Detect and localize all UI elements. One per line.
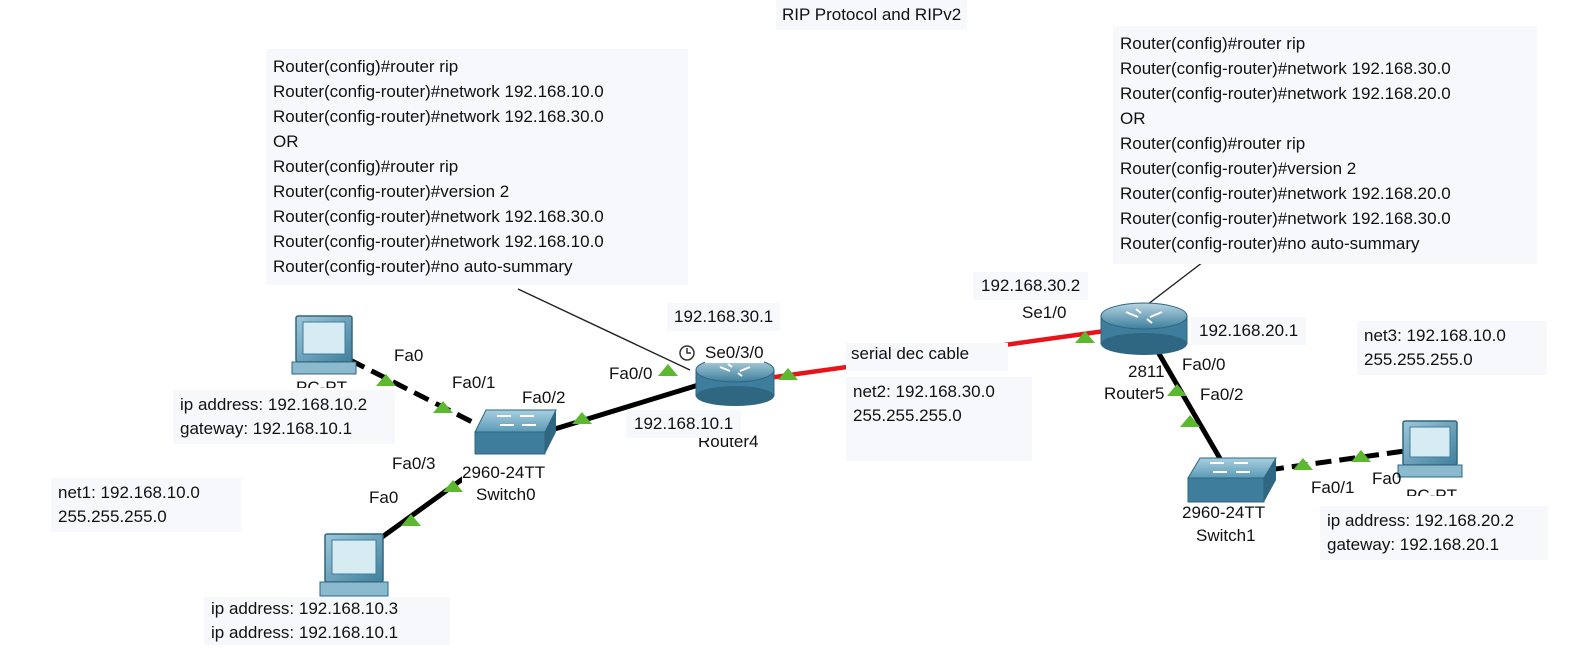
config-line: Router(config-router)#version 2 bbox=[1120, 159, 1357, 178]
note-pointer-left bbox=[517, 288, 691, 371]
network-line: 255.255.255.0 bbox=[1364, 350, 1473, 369]
config-line: Router(config)#router rip bbox=[1120, 134, 1306, 153]
port-label-pc3-fa0: Fa0 bbox=[1372, 469, 1402, 488]
port-up-indicator bbox=[1351, 450, 1371, 462]
port-label-sw1-fa0-1: Fa0/1 bbox=[1311, 478, 1355, 498]
config-line: Router(config-router)#version 2 bbox=[273, 182, 510, 201]
ip-label-router4-serial: 192.168.30.1 bbox=[667, 303, 781, 331]
link-switch1-pc3[interactable] bbox=[1267, 447, 1413, 473]
port-up-indicator bbox=[1075, 331, 1095, 343]
pc-right-label: PC-PT bbox=[1406, 486, 1457, 496]
ip-label-router4-lan: 192.168.10.1 bbox=[626, 410, 742, 438]
port-up-indicator bbox=[401, 514, 421, 526]
pc-right[interactable] bbox=[1397, 420, 1463, 478]
switch0-icon[interactable] bbox=[474, 409, 557, 455]
port-label-sw0-fa0-1: Fa0/1 bbox=[452, 373, 496, 393]
pc-top-left-info: ip address: 192.168.10.2 gateway: 192.168… bbox=[173, 390, 395, 444]
port-up-indicator bbox=[658, 364, 678, 376]
network-line: 255.255.255.0 bbox=[58, 507, 167, 526]
port-up-indicator bbox=[1167, 384, 1187, 396]
note-pointer-right bbox=[1142, 261, 1204, 309]
port-up-indicator bbox=[443, 480, 463, 492]
port-up-indicator bbox=[1180, 415, 1200, 427]
pc-info-line: gateway: 192.168.10.1 bbox=[180, 419, 353, 438]
net1-note: net1: 192.168.10.0 255.255.255.0 bbox=[51, 478, 241, 532]
network-line: net3: 192.168.10.0 bbox=[1364, 326, 1506, 345]
ip-label-router5-serial: 192.168.30.2 bbox=[973, 272, 1089, 300]
port-label-sw0-fa0-3: Fa0/3 bbox=[392, 454, 436, 474]
link-router5-switch1[interactable] bbox=[1155, 350, 1225, 464]
pc-info-line: ip address: 192.168.10.3 bbox=[211, 599, 399, 618]
config-line: Router(config)#router rip bbox=[273, 157, 459, 176]
port-label-r5-se1-0: Se1/0 bbox=[1022, 303, 1067, 323]
pc-info-line: ip address: 192.168.20.2 bbox=[1327, 511, 1515, 530]
pc-top-left-label: PC-PT bbox=[296, 378, 347, 388]
switch0-name: Switch0 bbox=[476, 485, 536, 505]
port-up-indicator bbox=[1293, 458, 1313, 470]
switch1-icon[interactable] bbox=[1187, 457, 1277, 503]
network-line: net2: 192.168.30.0 bbox=[853, 382, 995, 401]
switch1-name: Switch1 bbox=[1196, 526, 1256, 546]
network-line: net1: 192.168.10.0 bbox=[58, 483, 200, 502]
pc-right-info: ip address: 192.168.20.2 gateway: 192.168… bbox=[1320, 506, 1548, 560]
router5-name: Router5 bbox=[1104, 384, 1165, 404]
pc-bottom-left-info: ip address: 192.168.10.3 ip address: 192.… bbox=[204, 597, 450, 645]
network-line: 255.255.255.0 bbox=[853, 406, 962, 425]
serial-cable-label: serial dec cable bbox=[846, 343, 1008, 371]
config-line: Router(config-router)#network 192.168.30… bbox=[1120, 209, 1451, 228]
port-up-indicator bbox=[376, 374, 396, 386]
config-line: Router(config-router)#network 192.168.30… bbox=[1120, 59, 1451, 78]
pc-info-line: gateway: 192.168.20.1 bbox=[1327, 535, 1500, 554]
config-line: Router(config-router)#network 192.168.30… bbox=[273, 207, 604, 226]
port-up-indicator bbox=[572, 412, 592, 424]
router5-model: 2811 bbox=[1128, 362, 1165, 381]
config-line: Router(config-router)#network 192.168.10… bbox=[273, 82, 604, 101]
config-line: Router(config)#router rip bbox=[273, 57, 459, 76]
ip-label-router5-lan: 192.168.20.1 bbox=[1191, 317, 1307, 345]
config-line: Router(config)#router rip bbox=[1120, 34, 1306, 53]
port-label-r5-fa0-0: Fa0/0 bbox=[1182, 355, 1226, 375]
port-up-indicator bbox=[778, 368, 798, 380]
pc-top-left[interactable] bbox=[291, 315, 357, 375]
switch1-model: 2960-24TT bbox=[1182, 503, 1266, 523]
config-line: Router(config-router)#no auto-summary bbox=[1120, 234, 1420, 253]
port-label-r4-se0-3-0: Se0/3/0 bbox=[705, 343, 764, 363]
config-line: Router(config-router)#no auto-summary bbox=[273, 257, 573, 276]
pc-bottom-left[interactable] bbox=[319, 533, 389, 597]
switch0-model: 2960-24TT bbox=[462, 463, 546, 483]
diagram-title: RIP Protocol and RIPv2 bbox=[776, 0, 968, 30]
router5-icon[interactable] bbox=[1100, 302, 1188, 355]
config-line: OR bbox=[1120, 109, 1146, 128]
port-up-indicator bbox=[433, 401, 453, 413]
port-label-sw1-fa0-2: Fa0/2 bbox=[1200, 385, 1244, 405]
config-line: Router(config-router)#network 192.168.20… bbox=[1120, 84, 1451, 103]
net2-note: net2: 192.168.30.0 255.255.255.0 bbox=[846, 377, 1032, 461]
pc-info-line: ip address: 192.168.10.2 bbox=[180, 395, 368, 414]
port-label-r4-fa0-0: Fa0/0 bbox=[609, 364, 653, 384]
port-label-pc2-fa0: Fa0 bbox=[369, 488, 399, 508]
link-pc1-switch0[interactable] bbox=[348, 357, 490, 433]
net3-note: net3: 192.168.10.0 255.255.255.0 bbox=[1357, 321, 1547, 375]
link-switch0-router4[interactable] bbox=[544, 380, 706, 435]
clock-icon bbox=[679, 345, 695, 361]
link-pc2-switch0[interactable] bbox=[376, 467, 477, 543]
config-line: Router(config-router)#network 192.168.20… bbox=[1120, 184, 1451, 203]
router4-icon[interactable] bbox=[695, 357, 775, 406]
pc-info-line: ip address: 192.168.10.1 bbox=[211, 623, 399, 642]
config-line: OR bbox=[273, 132, 299, 151]
port-label-pc1-fa0: Fa0 bbox=[394, 346, 424, 366]
config-line: Router(config-router)#network 192.168.10… bbox=[273, 232, 604, 251]
port-label-sw0-fa0-2: Fa0/2 bbox=[522, 388, 566, 408]
port-indicators bbox=[376, 331, 1371, 526]
config-line: Router(config-router)#network 192.168.30… bbox=[273, 107, 604, 126]
